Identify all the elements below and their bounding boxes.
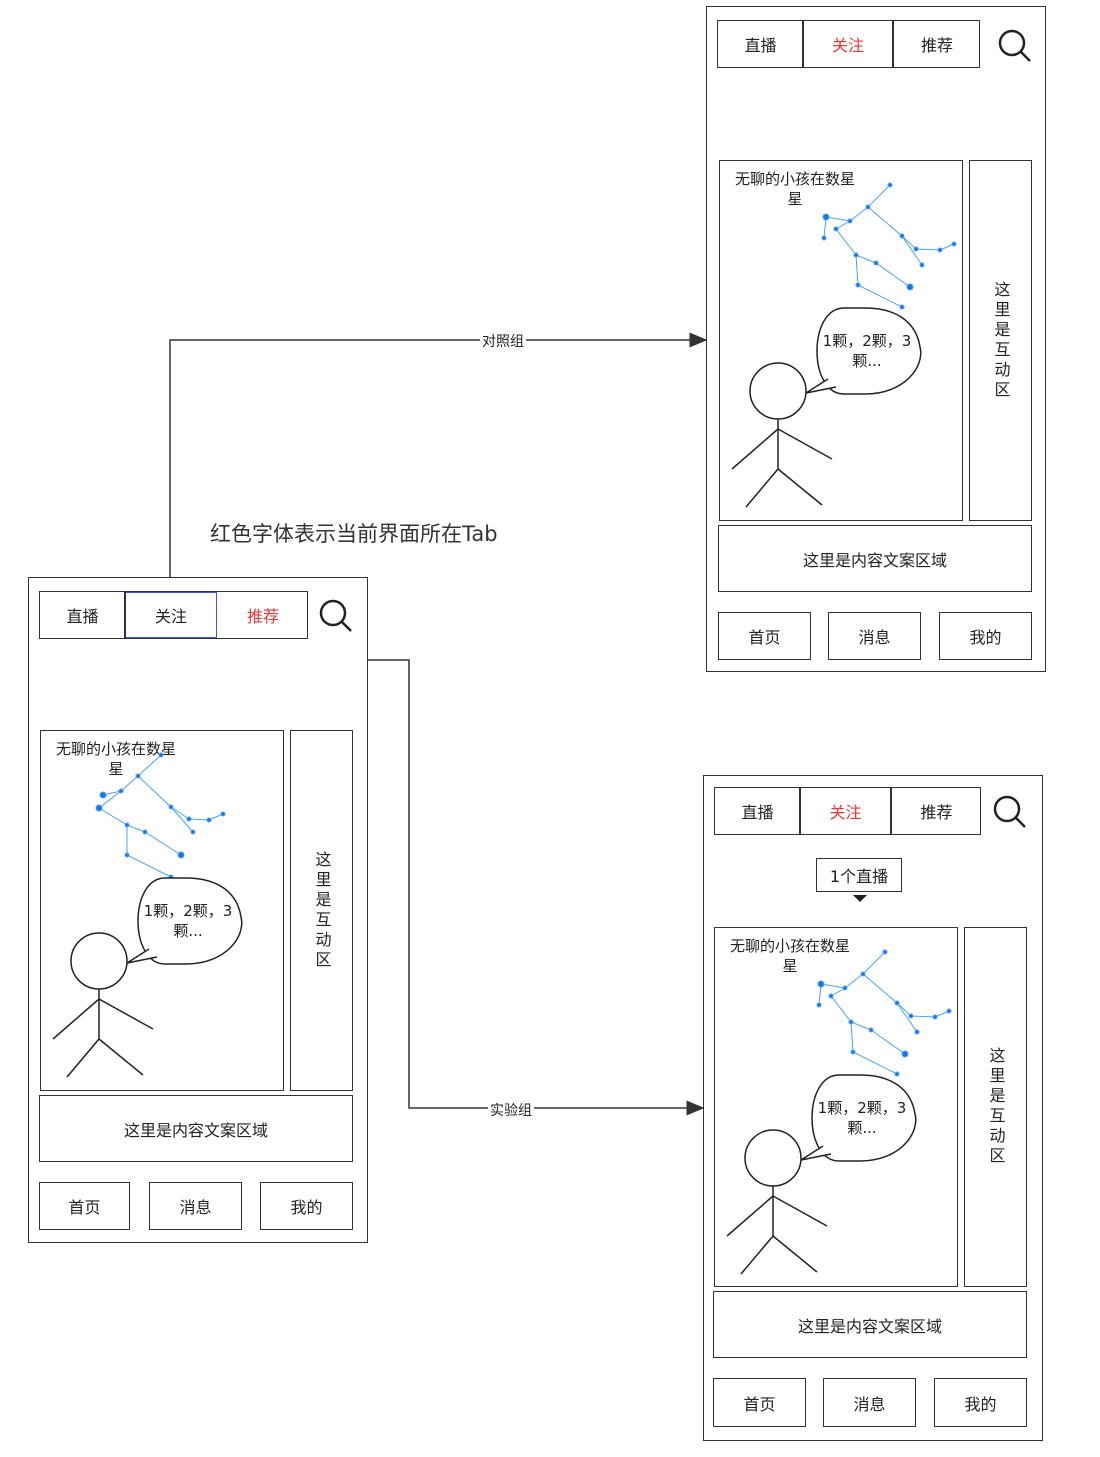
interaction-panel[interactable]: 这里是互动区 [290, 730, 353, 1091]
speech-bubble-icon [805, 307, 922, 395]
edge-label-experiment: 实验组 [488, 1100, 534, 1120]
stick-figure-icon [726, 1129, 828, 1275]
speech-text: 1颗，2颗，3颗... [822, 332, 912, 370]
nav-home[interactable]: 首页 [718, 612, 811, 660]
interaction-label: 这里是互动区 [312, 850, 332, 971]
caption-text: 这里是内容文案区域 [797, 1316, 942, 1336]
legend-note: 红色字体表示当前界面所在Tab [210, 522, 498, 546]
video-area[interactable]: 无聊的小孩在数星星 1颗，2颗，3颗... [714, 927, 958, 1287]
nav-home[interactable]: 首页 [713, 1378, 806, 1427]
tab-follow-label: 关注 [831, 36, 864, 55]
nav-messages-label: 消息 [858, 628, 891, 647]
caret-down-icon [853, 895, 867, 902]
tab-live-label: 直播 [744, 36, 777, 55]
interaction-panel[interactable]: 这里是互动区 [969, 160, 1032, 521]
tab-live-label: 直播 [741, 803, 774, 822]
nav-messages[interactable]: 消息 [828, 612, 921, 660]
tab-follow[interactable]: 关注 [803, 21, 893, 67]
search-icon[interactable] [992, 794, 1028, 830]
caption-text: 这里是内容文案区域 [123, 1120, 268, 1140]
stick-figure-icon [52, 932, 154, 1078]
tab-bar: 直播 关注 推荐 [717, 20, 980, 68]
video-area[interactable]: 无聊的小孩在数星星 1颗，2颗，3颗... [40, 730, 284, 1091]
nav-home[interactable]: 首页 [39, 1182, 130, 1230]
tab-follow-label: 关注 [829, 803, 862, 822]
tab-divider [799, 788, 801, 834]
interaction-label: 这里是互动区 [986, 1047, 1006, 1167]
tab-recommend-label: 推荐 [920, 36, 953, 55]
nav-home-label: 首页 [68, 1198, 101, 1217]
constellation-icon [95, 752, 226, 880]
tab-follow[interactable]: 关注 [800, 788, 891, 834]
nav-messages[interactable]: 消息 [149, 1182, 242, 1230]
nav-home-label: 首页 [743, 1394, 776, 1414]
speech-text: 1颗，2颗，3颗... [817, 1099, 907, 1137]
search-icon[interactable] [997, 28, 1033, 64]
stick-figure-icon [731, 362, 833, 508]
edge-label-control: 对照组 [480, 331, 526, 351]
tab-follow[interactable]: 关注 [125, 592, 217, 638]
tab-divider [802, 21, 804, 67]
speech-bubble-icon [126, 877, 243, 965]
video-title: 无聊的小孩在数星星 [734, 170, 855, 208]
video-title: 无聊的小孩在数星星 [729, 937, 850, 975]
phone-experiment: 直播 关注 推荐 1个直播 无聊的小孩在数星星 [703, 775, 1043, 1441]
nav-profile[interactable]: 我的 [934, 1378, 1027, 1427]
nav-profile-label: 我的 [964, 1394, 997, 1414]
nav-profile-label: 我的 [969, 628, 1002, 647]
nav-profile[interactable]: 我的 [939, 612, 1032, 660]
search-icon[interactable] [318, 598, 354, 634]
tab-divider [892, 21, 894, 67]
caption-text: 这里是内容文案区域 [802, 550, 947, 570]
nav-home-label: 首页 [748, 628, 781, 647]
constellation-icon [816, 949, 952, 1077]
tab-bar: 直播 关注 推荐 [714, 787, 981, 835]
caption-area: 这里是内容文案区域 [718, 525, 1032, 592]
tab-live-label: 直播 [66, 607, 99, 626]
speech-text: 1颗，2颗，3颗... [143, 902, 233, 940]
tab-live[interactable]: 直播 [40, 592, 125, 638]
tab-recommend-label: 推荐 [920, 803, 953, 822]
tab-follow-label: 关注 [154, 607, 187, 626]
tab-recommend[interactable]: 推荐 [893, 21, 981, 67]
nav-messages-label: 消息 [853, 1394, 886, 1414]
nav-profile-label: 我的 [290, 1198, 323, 1217]
tab-live[interactable]: 直播 [715, 788, 800, 834]
caption-area: 这里是内容文案区域 [39, 1095, 353, 1162]
constellation-icon [821, 182, 957, 310]
video-title: 无聊的小孩在数星星 [55, 740, 176, 778]
caption-area: 这里是内容文案区域 [713, 1291, 1027, 1358]
tab-recommend-label: 推荐 [246, 607, 279, 626]
nav-messages-label: 消息 [179, 1198, 212, 1217]
interaction-panel[interactable]: 这里是互动区 [964, 927, 1027, 1287]
phone-original: 直播 关注 推荐 无聊的小孩在数星星 [28, 577, 368, 1243]
tab-divider [890, 788, 892, 834]
tab-bar: 直播 关注 推荐 [39, 591, 308, 639]
interaction-label: 这里是互动区 [991, 280, 1011, 401]
video-area[interactable]: 无聊的小孩在数星星 1颗，2颗，3颗... [719, 160, 963, 521]
nav-profile[interactable]: 我的 [260, 1182, 353, 1230]
live-count-badge[interactable]: 1个直播 [816, 858, 902, 892]
tab-recommend[interactable]: 推荐 [217, 592, 309, 638]
tab-live[interactable]: 直播 [718, 21, 803, 67]
tab-recommend[interactable]: 推荐 [891, 788, 982, 834]
edge-control [169, 332, 708, 590]
nav-messages[interactable]: 消息 [823, 1378, 916, 1427]
phone-control: 直播 关注 推荐 无聊的小孩在数星星 [706, 6, 1046, 672]
tab-divider [124, 592, 126, 638]
live-count-label: 1个直播 [829, 867, 889, 886]
speech-bubble-icon [800, 1074, 917, 1162]
